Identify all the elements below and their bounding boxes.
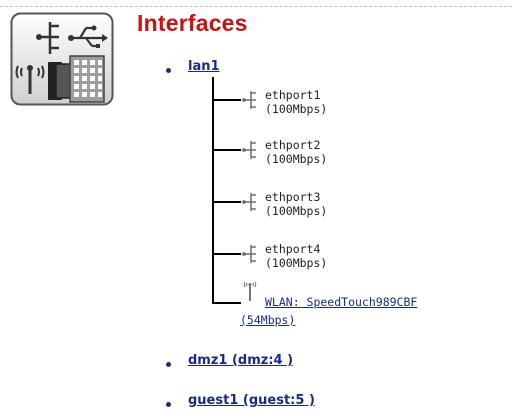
port-name: ethport4 [265, 242, 321, 256]
tree-branch-line [213, 302, 241, 304]
wlan-link[interactable]: WLAN: SpeedTouch989CBF [265, 295, 418, 309]
top-divider [0, 6, 512, 7]
port-speed: (100Mbps) [265, 204, 328, 218]
ethernet-port-icon [242, 245, 256, 263]
page-title: Interfaces [137, 10, 248, 36]
port-name: ethport3 [265, 190, 321, 204]
list-bullet [166, 68, 171, 73]
tree-trunk-line [212, 77, 214, 304]
interface-link-guest1[interactable]: guest1 (guest:5 ) [188, 393, 315, 408]
port-speed: (100Mbps) [265, 102, 328, 116]
ethernet-port-icon [242, 91, 256, 109]
ethernet-port-icon [242, 193, 256, 211]
port-speed: (100Mbps) [265, 152, 328, 166]
tree-branch-line [213, 253, 241, 255]
tree-branch-line [213, 201, 241, 203]
port-name: ethport1 [265, 88, 321, 102]
interface-link-lan1[interactable]: lan1 [188, 59, 220, 74]
tree-branch-line [213, 99, 241, 101]
wireless-antenna-icon [243, 281, 257, 301]
port-entry: ethport2 (100Mbps) [265, 138, 327, 166]
port-name: ethport2 [265, 138, 321, 152]
ethernet-port-icon [242, 141, 256, 159]
list-bullet [166, 362, 171, 367]
port-entry: ethport4 (100Mbps) [265, 242, 327, 270]
port-speed: (100Mbps) [265, 256, 328, 270]
port-entry: ethport3 (100Mbps) [265, 190, 327, 218]
interface-link-dmz1[interactable]: dmz1 (dmz:4 ) [188, 353, 294, 368]
tree-branch-line [213, 149, 241, 151]
port-entry: ethport1 (100Mbps) [265, 88, 327, 116]
list-bullet [166, 402, 171, 407]
network-interfaces-icon [10, 12, 114, 106]
wlan-speed-link[interactable]: (54Mbps) [240, 313, 296, 327]
